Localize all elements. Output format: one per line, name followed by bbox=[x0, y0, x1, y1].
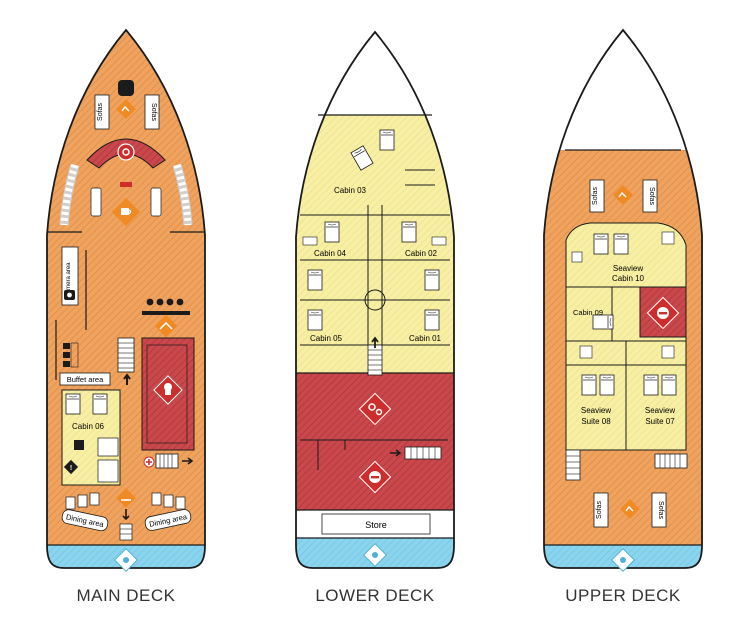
suite-07-label-b: Suite 07 bbox=[645, 417, 675, 426]
lower-stairs-arrow-icon bbox=[371, 336, 379, 348]
galley-chef-icon bbox=[153, 375, 183, 405]
upper-aft-stairs-right bbox=[654, 453, 688, 469]
store-label: Store bbox=[365, 520, 387, 530]
main-fire-extinguisher-icon: ! bbox=[63, 459, 79, 475]
lower-deck-stairs bbox=[367, 344, 383, 376]
cabin-10-label-a: Seaview bbox=[613, 264, 643, 273]
upper-sofas-bottom-left-label: Sofas bbox=[596, 501, 603, 519]
main-dining-chairs-right bbox=[151, 492, 186, 510]
buffet-stations bbox=[63, 342, 79, 368]
buffet-area-label: Buffet area bbox=[67, 375, 104, 384]
upper-deck: Sofas Sofas Seaview Cabin 10 Cabin 09 bbox=[543, 29, 703, 573]
lower-deck-title: LOWER DECK bbox=[315, 586, 435, 605]
main-diving-icon bbox=[113, 547, 139, 573]
engine-room-gears-icon bbox=[358, 392, 392, 426]
upper-lounge-bottom-icon bbox=[620, 499, 640, 519]
anchor-winch-icon bbox=[118, 80, 134, 96]
suite-08-label-b: Suite 08 bbox=[581, 417, 611, 426]
main-sunbathing-icon bbox=[116, 99, 136, 119]
main-aft-stairs bbox=[155, 453, 179, 469]
main-deck: Sofas Sofas Camera area bbox=[46, 29, 206, 573]
cabin-02-label: Cabin 02 bbox=[405, 249, 438, 258]
upper-sofas-bottom-right-label: Sofas bbox=[657, 501, 664, 519]
upper-diving-icon bbox=[610, 547, 636, 573]
cabin-01-label: Cabin 01 bbox=[409, 334, 442, 343]
svg-text:!: ! bbox=[70, 465, 72, 472]
main-life-ring-icon bbox=[117, 143, 135, 161]
camera-area-label: Camera area bbox=[66, 262, 72, 298]
suite-08-label-a: Seaview bbox=[581, 406, 611, 415]
lower-diving-icon bbox=[362, 542, 388, 568]
main-stairs-up-arrow-icon bbox=[123, 373, 131, 385]
upper-aft-stairs-left bbox=[565, 449, 581, 481]
cabin-10-label-b: Cabin 10 bbox=[612, 274, 645, 283]
main-aft-down-arrow-icon bbox=[122, 509, 130, 521]
lower-crew-stairs bbox=[404, 446, 442, 460]
main-aft-arrow-icon bbox=[182, 457, 194, 465]
main-sofas-left-label: Sofas bbox=[97, 103, 104, 121]
main-dining-icon bbox=[116, 488, 136, 508]
suite-07-label-a: Seaview bbox=[645, 406, 675, 415]
store-box bbox=[321, 513, 431, 535]
cabin-03-label: Cabin 03 bbox=[334, 186, 367, 195]
lower-no-entry-icon bbox=[358, 460, 392, 494]
lower-deck: Cabin 03 Cabin 04 Cabin 02 Cabin 05 Cabi… bbox=[295, 31, 455, 569]
upper-sofas-top-left-label: Sofas bbox=[592, 187, 599, 205]
main-deck-title: MAIN DECK bbox=[76, 586, 176, 605]
main-first-aid-icon bbox=[143, 456, 155, 468]
main-dining-chairs-left bbox=[65, 492, 100, 510]
main-sofas-right-label: Sofas bbox=[150, 103, 157, 121]
main-deck-stairs bbox=[117, 337, 135, 373]
upper-bridge-no-entry-icon bbox=[646, 296, 680, 330]
upper-deck-title: UPPER DECK bbox=[565, 586, 681, 605]
main-saloon-tables bbox=[146, 298, 184, 306]
main-cabin-06-label: Cabin 06 bbox=[72, 422, 105, 431]
cabin-05-label: Cabin 05 bbox=[310, 334, 343, 343]
cabin-04-label: Cabin 04 bbox=[314, 249, 347, 258]
upper-sofas-top-right-label: Sofas bbox=[648, 187, 655, 205]
cabin-09-label: Cabin 09 bbox=[573, 308, 603, 317]
